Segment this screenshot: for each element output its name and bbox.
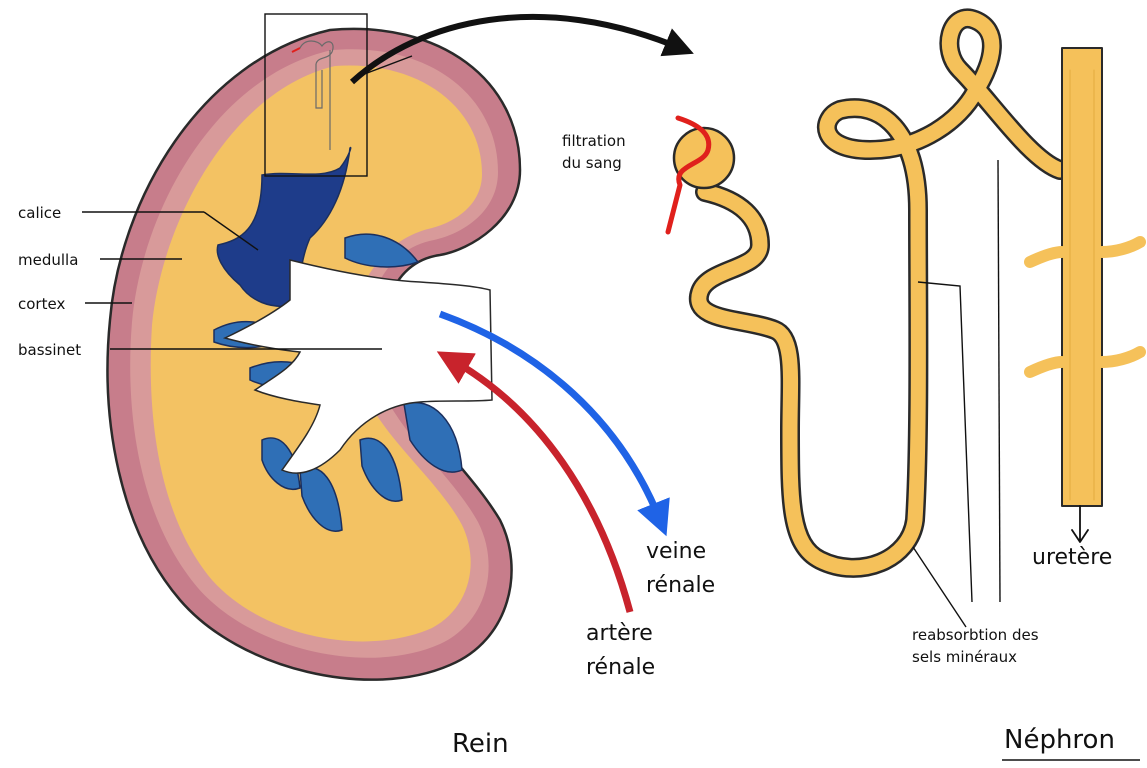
collecting-duct bbox=[1062, 48, 1102, 506]
nephron-tubule bbox=[699, 18, 1060, 567]
label-veine-2: rénale bbox=[646, 573, 715, 598]
kidney bbox=[108, 14, 520, 680]
label-medulla: medulla bbox=[18, 251, 78, 269]
label-bassinet: bassinet bbox=[18, 341, 81, 359]
nephron bbox=[668, 18, 1140, 567]
label-filtration-2: du sang bbox=[562, 154, 622, 172]
label-veine-1: veine bbox=[646, 539, 706, 564]
label-cortex: cortex bbox=[18, 295, 65, 313]
nephron-tubule-outline bbox=[699, 18, 1060, 567]
uretere-arrow bbox=[1072, 506, 1088, 542]
label-artere-1: artère bbox=[586, 621, 653, 646]
caption-rein: Rein bbox=[452, 729, 509, 759]
label-calice: calice bbox=[18, 204, 61, 222]
label-reabsorption-1: reabsorbtion des bbox=[912, 626, 1039, 644]
label-reabsorption-2: sels minéraux bbox=[912, 648, 1017, 666]
label-artere-2: rénale bbox=[586, 655, 655, 680]
label-filtration-1: filtration bbox=[562, 132, 626, 150]
caption-nephron: Néphron bbox=[1004, 725, 1115, 755]
label-uretere: uretère bbox=[1032, 545, 1112, 570]
